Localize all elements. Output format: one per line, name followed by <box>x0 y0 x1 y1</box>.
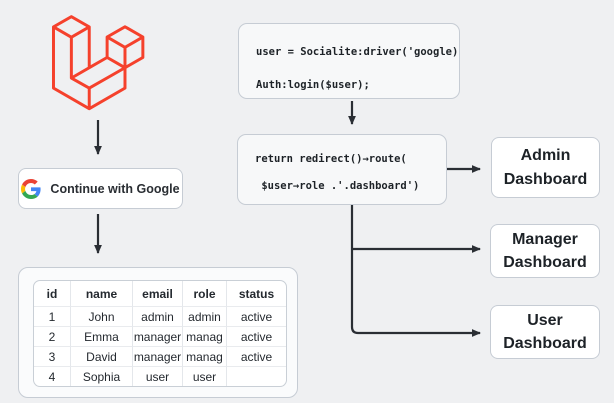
cell-status: active <box>227 307 286 327</box>
user-dashboard-node: User Dashboard <box>490 305 600 359</box>
cell-status: active <box>227 347 286 367</box>
cell-email: manager <box>133 327 183 347</box>
dashboard-label-line1: User <box>527 311 563 329</box>
arrow-branch-to-user <box>350 205 481 337</box>
cell-role: admin <box>183 307 227 327</box>
code-line: user = Socialite:driver('google) <box>256 46 459 58</box>
google-g-icon <box>21 178 41 199</box>
column-header-email: email <box>133 281 183 307</box>
dashboard-label-line2: Dashboard <box>503 170 588 188</box>
laravel-logo-icon <box>52 15 145 111</box>
admin-dashboard-node: Admin Dashboard <box>491 137 600 198</box>
cell-id: 3 <box>34 347 71 367</box>
code-line: return redirect()→route( <box>255 153 407 165</box>
column-header-status: status <box>227 281 286 307</box>
google-button-label: Continue with Google <box>50 181 180 196</box>
dashboard-label-line2: Dashboard <box>503 254 587 271</box>
code-line: Auth:login($user); <box>256 78 370 91</box>
code-block-redirect: return redirect()→route( $user→role .'.d… <box>237 134 447 205</box>
table-row: 4 Sophia user user <box>34 367 286 386</box>
cell-name: David <box>71 347 133 367</box>
cell-role: user <box>183 367 227 386</box>
dashboard-label-line1: Manager <box>512 230 578 248</box>
cell-id: 2 <box>34 327 71 347</box>
cell-status <box>227 367 286 386</box>
cell-name: Sophia <box>71 367 133 386</box>
column-header-id: id <box>34 281 71 307</box>
manager-dashboard-node: Manager Dashboard <box>490 224 600 278</box>
table-row: 3 David manager manag active <box>34 347 286 367</box>
column-header-role: role <box>183 281 227 307</box>
cell-status: active <box>227 327 286 347</box>
continue-with-google-button[interactable]: Continue with Google <box>18 168 183 209</box>
code-block-socialite: user = Socialite:driver('google) Auth:lo… <box>238 23 460 99</box>
cell-email: manager <box>133 347 183 367</box>
cell-email: admin <box>133 307 183 327</box>
cell-id: 1 <box>34 307 71 327</box>
cell-id: 4 <box>34 367 71 386</box>
table-row: 2 Emma manager manag active <box>34 327 286 347</box>
cell-role: manag <box>183 347 227 367</box>
cell-name: John <box>71 307 133 327</box>
column-header-name: name <box>71 281 133 307</box>
table-header-row: id name email role status <box>34 281 286 307</box>
dashboard-label-line2: Dashboard <box>503 335 587 352</box>
cell-email: user <box>133 367 183 386</box>
table-row: 1 John admin admin active <box>34 307 286 327</box>
dashboard-label-line1: Admin <box>520 147 571 165</box>
cell-name: Emma <box>71 327 133 347</box>
cell-role: manag <box>183 327 227 347</box>
code-line: $user→role .'.dashboard') <box>255 179 420 192</box>
users-table: id name email role status 1 John admin a… <box>33 280 287 387</box>
